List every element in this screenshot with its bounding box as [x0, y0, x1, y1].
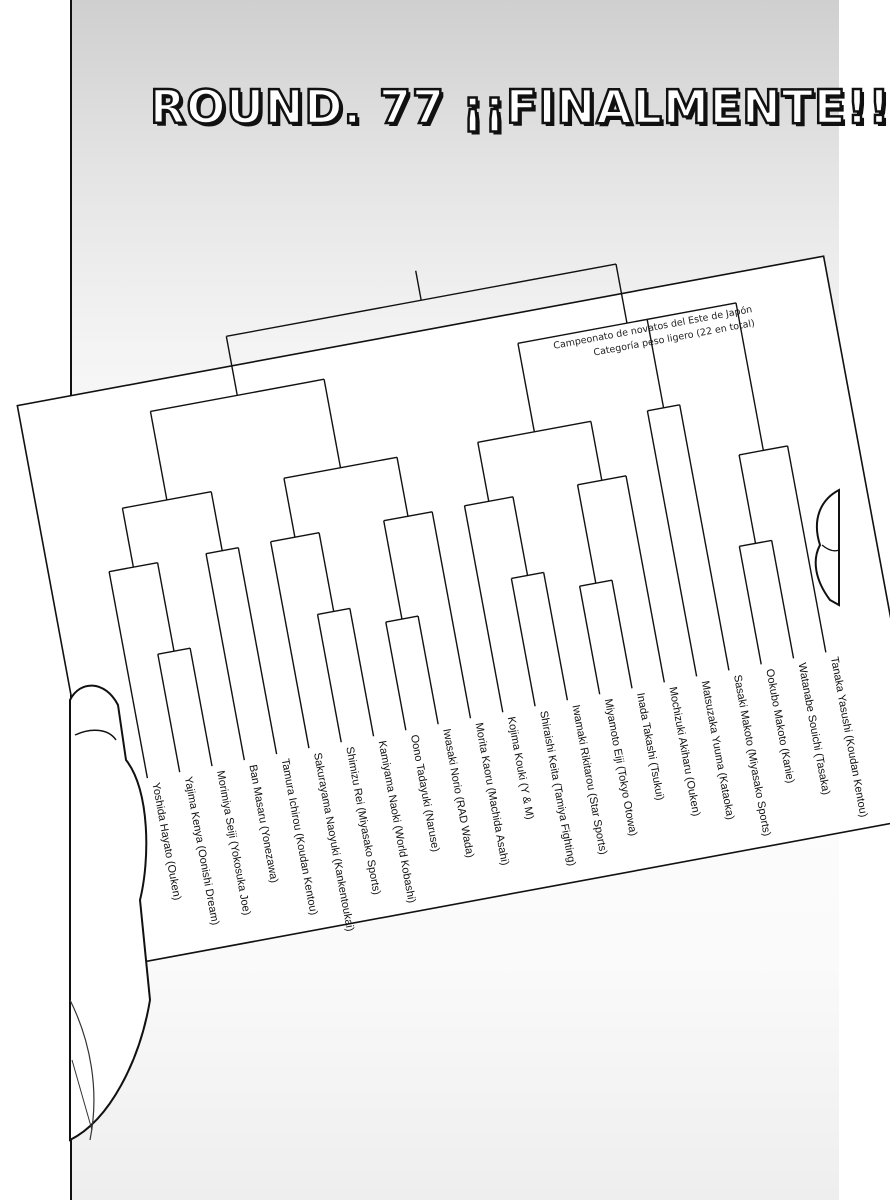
bracket-line	[417, 615, 439, 725]
bracket-line	[210, 491, 223, 551]
bracket-line	[269, 541, 310, 749]
bracket-line	[225, 336, 238, 396]
bracket-sheet: Campeonato de novatos del Este de Japón …	[16, 255, 890, 1142]
bracket-line	[323, 379, 342, 468]
bracket-line	[383, 520, 403, 620]
paper	[16, 255, 890, 967]
left-hand	[69, 684, 152, 1142]
bracket-line	[770, 540, 795, 659]
bracket-line	[590, 421, 603, 481]
bracket-line	[786, 445, 827, 653]
bracket-line	[108, 561, 158, 573]
bracket-line	[517, 343, 536, 432]
bracket-line	[647, 404, 680, 412]
bracket-line	[349, 608, 375, 737]
bracket-line	[615, 263, 628, 324]
bracket-line	[646, 410, 698, 677]
bracket-line	[738, 546, 762, 665]
bracket-line	[646, 319, 665, 408]
bracket-line	[156, 562, 175, 652]
bracket-line	[611, 580, 633, 689]
bracket-line	[679, 404, 730, 671]
bracket-line	[578, 586, 601, 695]
bracket-line	[189, 648, 213, 767]
bracket-line	[205, 553, 246, 761]
bracket-line	[735, 302, 765, 451]
bracket-line	[385, 621, 407, 731]
bracket-line	[237, 547, 278, 755]
bracket-line	[512, 496, 529, 576]
bracket-line	[431, 511, 472, 719]
bracket-line	[283, 478, 296, 538]
bracket-line	[510, 578, 536, 707]
bracket-line	[477, 442, 490, 502]
bracket-line	[738, 454, 757, 544]
bracket-line	[149, 411, 168, 501]
bracket-line	[396, 457, 409, 517]
bracket-line	[318, 532, 335, 612]
bracket-line	[316, 614, 342, 743]
chapter-title: ROUND. 77 ¡¡FINALMENTE!!	[149, 79, 890, 136]
bracket-line	[415, 270, 422, 301]
right-hand	[814, 488, 840, 607]
bracket-line	[157, 654, 181, 773]
bracket-line	[463, 505, 504, 713]
bracket-line	[108, 571, 149, 779]
bracket-line	[625, 475, 665, 683]
bracket-lines	[108, 263, 827, 779]
bracket-line	[543, 572, 569, 701]
bracket-line	[576, 484, 597, 584]
bracket-line	[121, 508, 135, 568]
